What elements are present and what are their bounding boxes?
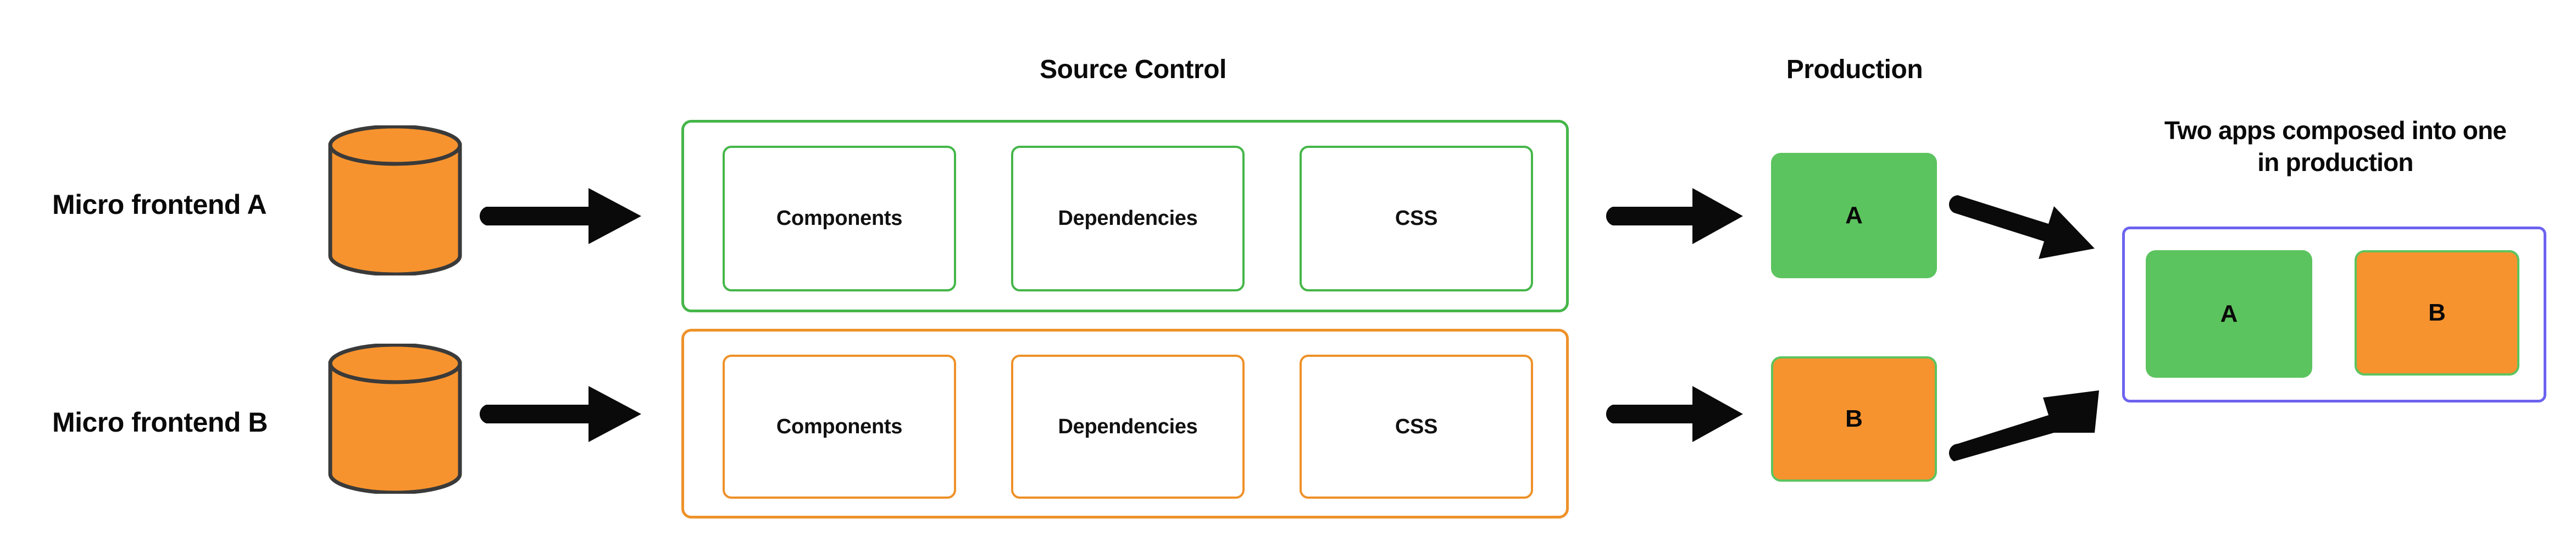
source-control-group-a: Components Dependencies CSS xyxy=(681,120,1569,312)
source-item-label: Components xyxy=(776,207,903,230)
production-app-tile-b[interactable]: B xyxy=(1771,356,1937,482)
arrow-repo-a-to-source xyxy=(479,181,646,251)
composed-title-line1: Two apps composed into one xyxy=(2164,116,2507,145)
arrow-production-a-to-composed xyxy=(1948,183,2116,260)
database-cylinder-icon xyxy=(327,344,463,494)
database-cylinder-icon xyxy=(327,125,463,275)
composed-app-tile-a[interactable]: A xyxy=(2146,250,2312,378)
section-title-source-control: Source Control xyxy=(1040,55,1226,84)
source-item-label: Components xyxy=(776,415,903,438)
arrow-repo-b-to-source xyxy=(479,379,646,449)
source-item-dependencies[interactable]: Dependencies xyxy=(1011,355,1245,499)
composed-title-line2: in production xyxy=(2257,148,2413,177)
composed-app-letter: B xyxy=(2428,299,2446,326)
composed-app-tile-b[interactable]: B xyxy=(2355,250,2519,376)
production-app-letter: A xyxy=(1845,202,1863,229)
production-app-tile-a[interactable]: A xyxy=(1771,153,1937,278)
composed-app-frame: A B xyxy=(2122,227,2546,402)
source-item-label: CSS xyxy=(1395,207,1438,230)
arrow-production-b-to-composed xyxy=(1948,385,2116,462)
section-title-production: Production xyxy=(1786,55,1923,84)
arrow-source-a-to-production xyxy=(1606,181,1747,251)
row-label-micro-frontend-a: Micro frontend A xyxy=(52,189,267,220)
source-item-css[interactable]: CSS xyxy=(1300,355,1533,499)
production-app-letter: B xyxy=(1845,405,1863,432)
source-item-dependencies[interactable]: Dependencies xyxy=(1011,146,1245,291)
source-item-components[interactable]: Components xyxy=(723,146,956,291)
source-item-label: CSS xyxy=(1395,415,1438,438)
source-item-components[interactable]: Components xyxy=(723,355,956,499)
composed-title: Two apps composed into one in production xyxy=(2118,114,2552,178)
source-item-label: Dependencies xyxy=(1058,207,1198,230)
source-item-css[interactable]: CSS xyxy=(1300,146,1533,291)
composed-app-letter: A xyxy=(2220,300,2238,327)
row-label-micro-frontend-b: Micro frontend B xyxy=(52,407,268,438)
source-item-label: Dependencies xyxy=(1058,415,1198,438)
source-control-group-b: Components Dependencies CSS xyxy=(681,329,1569,519)
arrow-source-b-to-production xyxy=(1606,379,1747,449)
